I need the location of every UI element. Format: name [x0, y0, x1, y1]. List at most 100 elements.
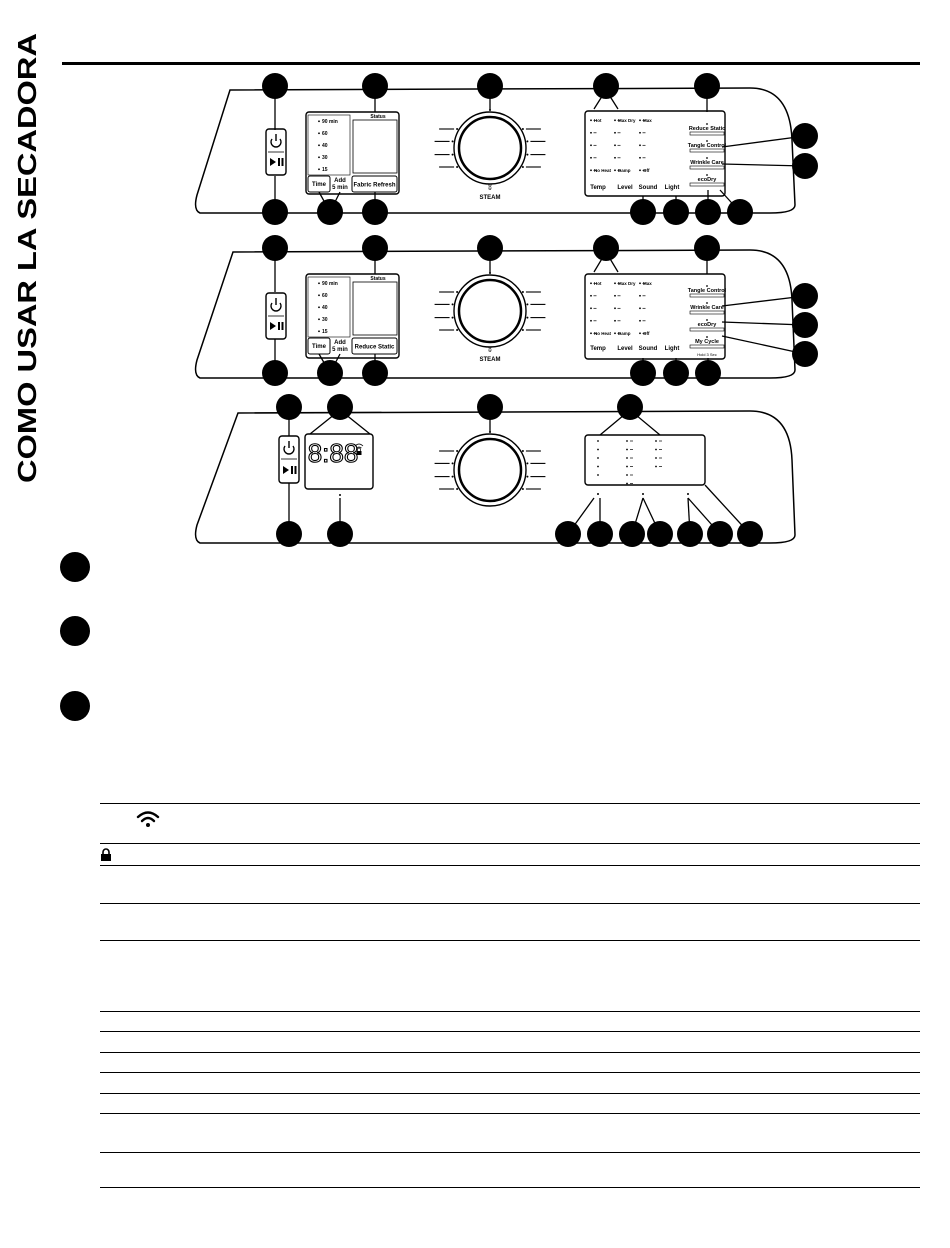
dial-dot — [526, 303, 529, 306]
option-dot — [706, 123, 708, 125]
right-option-label[interactable]: ecoDry — [698, 322, 718, 328]
p2-sound-label[interactable]: Sound — [639, 346, 658, 352]
callout-marker — [477, 235, 503, 261]
play-pause-icon[interactable] — [270, 158, 284, 166]
time-dot — [318, 318, 320, 321]
right-option-label[interactable]: Reduce Static — [689, 126, 725, 132]
p1-sound-label[interactable]: Sound — [639, 185, 658, 191]
p1-level-label[interactable]: Level — [617, 185, 633, 191]
p1-steam-icon: ʬ — [488, 185, 492, 192]
right-option-label[interactable]: Wrinkle Care — [690, 305, 724, 311]
option-dot — [597, 465, 599, 468]
callout-marker — [727, 199, 753, 225]
option-label: Max Dry — [618, 118, 636, 123]
callout-line — [721, 295, 806, 307]
p2-level-label[interactable]: Level — [617, 346, 633, 352]
option-dot — [706, 302, 708, 304]
time-dot — [318, 306, 320, 309]
option-dot — [590, 294, 592, 297]
right-option-label[interactable]: Tangle Control — [688, 143, 727, 149]
option-label: Damp — [618, 168, 631, 173]
option-bar — [689, 148, 725, 153]
p2-cycle-dial[interactable] — [434, 272, 546, 348]
p2-callouts — [262, 235, 818, 386]
p3-power-icon[interactable] — [283, 441, 295, 455]
p1-time-button[interactable]: Time — [312, 182, 327, 188]
legend-bullet-1 — [60, 552, 90, 582]
lock-icon — [101, 848, 111, 861]
time-dot — [318, 330, 320, 333]
callout-marker — [792, 283, 818, 309]
p1-light-label[interactable]: Light — [665, 185, 680, 191]
power-icon[interactable] — [270, 134, 282, 148]
callout-marker — [262, 235, 288, 261]
callout-marker — [619, 521, 645, 547]
p2-temp-label[interactable]: Temp — [590, 346, 606, 352]
p3-callouts — [276, 394, 763, 547]
p1-temp-label[interactable]: Temp — [590, 185, 606, 191]
option-dot — [614, 282, 616, 285]
time-dot — [318, 168, 320, 171]
option-dot — [597, 448, 599, 451]
time-item: 40 — [322, 305, 328, 311]
p2-power-icon[interactable] — [270, 298, 282, 312]
time-item: 30 — [322, 155, 328, 161]
p3-option-matrix — [597, 440, 689, 495]
right-option-label[interactable]: Wrinkle Care — [690, 160, 724, 166]
option-dot — [706, 174, 708, 176]
callout-marker — [677, 521, 703, 547]
p2-play-pause-icon[interactable] — [270, 322, 284, 330]
p2-time-button[interactable]: Time — [312, 344, 327, 350]
p3-cycle-dial[interactable] — [434, 431, 546, 507]
dial-dot — [521, 450, 524, 452]
p2-reduce-static-button[interactable]: Reduce Static — [355, 345, 395, 351]
p2-light-label[interactable]: Light — [665, 346, 680, 352]
p2-add-button[interactable]: Add — [334, 340, 346, 346]
right-option-label[interactable]: My Cycle — [695, 339, 719, 345]
time-dot — [318, 120, 320, 123]
dial-dot — [521, 488, 524, 490]
legend-bullet-2 — [60, 616, 90, 646]
option-bar — [689, 182, 725, 187]
option-dot — [639, 319, 641, 322]
callout-marker — [792, 341, 818, 367]
p1-add-button[interactable]: Add — [334, 178, 346, 184]
option-label: Max — [643, 281, 652, 286]
time-item: 60 — [322, 293, 328, 299]
option-dot — [626, 457, 628, 459]
right-option-label[interactable]: ecoDry — [698, 177, 718, 183]
option-dot — [655, 457, 657, 459]
option-dot — [639, 144, 641, 147]
p2-add-button-sub: 5 min — [332, 347, 348, 353]
wifi-icon — [136, 811, 160, 827]
table-row-lock — [100, 843, 920, 865]
option-label: Max — [643, 118, 652, 123]
option-dot — [626, 448, 628, 451]
table-row — [100, 903, 920, 940]
option-dot — [639, 294, 641, 297]
option-dot — [655, 440, 657, 442]
option-dot — [706, 285, 708, 287]
option-dot — [639, 169, 641, 172]
callout-line — [721, 321, 806, 326]
time-item: 40 — [322, 143, 328, 149]
right-option-label[interactable]: Tangle Control — [688, 288, 727, 294]
p1-cycle-dial[interactable] — [434, 109, 546, 185]
p1-fabric-refresh-button[interactable]: Fabric Refresh — [353, 183, 395, 189]
callout-marker — [695, 199, 721, 225]
p3-play-pause-icon[interactable] — [283, 466, 297, 474]
callout-marker — [792, 123, 818, 149]
callout-marker — [587, 521, 613, 547]
option-bar — [689, 131, 725, 136]
option-label: No Heat — [594, 331, 612, 336]
time-item: 90 min — [322, 119, 338, 125]
callout-marker — [362, 235, 388, 261]
callout-marker — [362, 199, 388, 225]
panel-3: 8:88 — [194, 394, 796, 547]
